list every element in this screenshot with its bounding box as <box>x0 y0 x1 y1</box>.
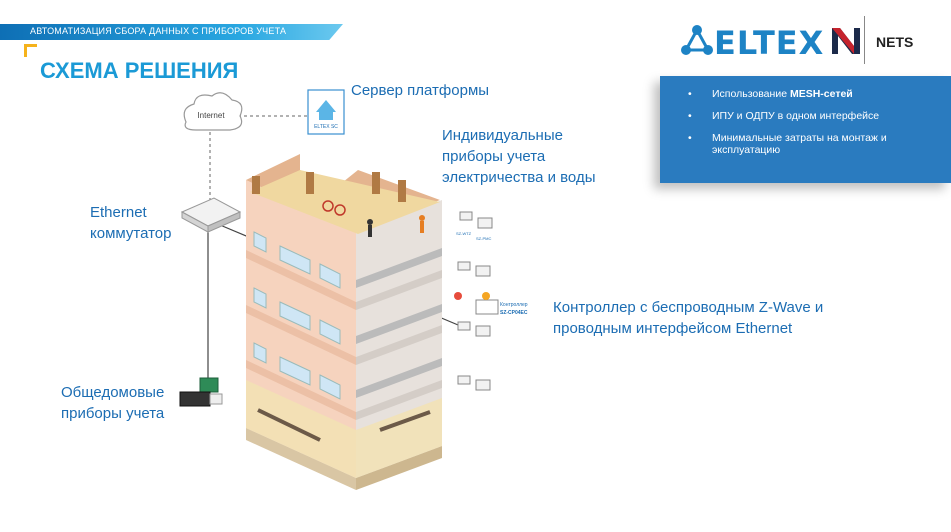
n-logo-icon <box>832 28 860 54</box>
svg-text:SZ-WTZ: SZ-WTZ <box>456 231 472 236</box>
internet-cloud-icon: Internet <box>183 92 243 131</box>
individual-meters-label: Индивидуальные приборы учета электричест… <box>442 127 596 186</box>
title-corner-mark <box>24 44 37 57</box>
controller-label: Контроллер с беспроводным Z-Wave и прово… <box>553 299 824 337</box>
server-platform-icon: ELTEX SC <box>307 89 345 135</box>
eltex-nets-logo: ELTEX NETS <box>680 16 950 68</box>
logo-divider <box>864 16 865 64</box>
benefit-item: Минимальные затраты на монтаж и эксплуат… <box>688 132 941 156</box>
svg-text:SZ-PMC: SZ-PMC <box>476 236 491 241</box>
eltex-logo-text: ELTEX <box>714 24 825 62</box>
eltex-sc-label: ELTEX SC <box>314 124 338 130</box>
benefits-box: Использование MESH-сетей ИПУ и ОДПУ в од… <box>660 76 951 183</box>
z-wave-controller-icon: Контроллер SZ-CP04EC <box>454 292 528 316</box>
banner-text: АВТОМАТИЗАЦИЯ СБОРА ДАННЫХ С ПРИБОРОВ УЧ… <box>30 26 287 36</box>
eltex-molecule-icon <box>681 25 713 55</box>
internet-label: Internet <box>197 111 225 120</box>
ethernet-switch-icon <box>180 197 242 233</box>
nets-logo-text: NETS <box>876 34 914 50</box>
controller-tag-line1: Контроллер <box>500 302 528 308</box>
page-title: СХЕМА РЕШЕНИЯ <box>40 58 239 83</box>
ethernet-switch-label: Ethernet коммутатор <box>90 204 172 242</box>
header-banner: АВТОМАТИЗАЦИЯ СБОРА ДАННЫХ С ПРИБОРОВ УЧ… <box>0 24 343 40</box>
server-label: Сервер платформы <box>351 82 490 99</box>
apartment-building-illustration <box>246 154 442 490</box>
common-building-meters-icon <box>179 377 223 407</box>
common-meters-label: Общедомовые приборы учета <box>61 384 165 422</box>
controller-tag-line2: SZ-CP04EC <box>500 310 528 316</box>
benefit-item: Использование MESH-сетей <box>688 88 941 100</box>
benefit-item: ИПУ и ОДПУ в одном интерфейсе <box>688 110 941 122</box>
individual-meters-icon: SZ-WTZ SZ-PMC <box>456 211 493 391</box>
benefits-list: Использование MESH-сетей ИПУ и ОДПУ в од… <box>660 76 951 156</box>
